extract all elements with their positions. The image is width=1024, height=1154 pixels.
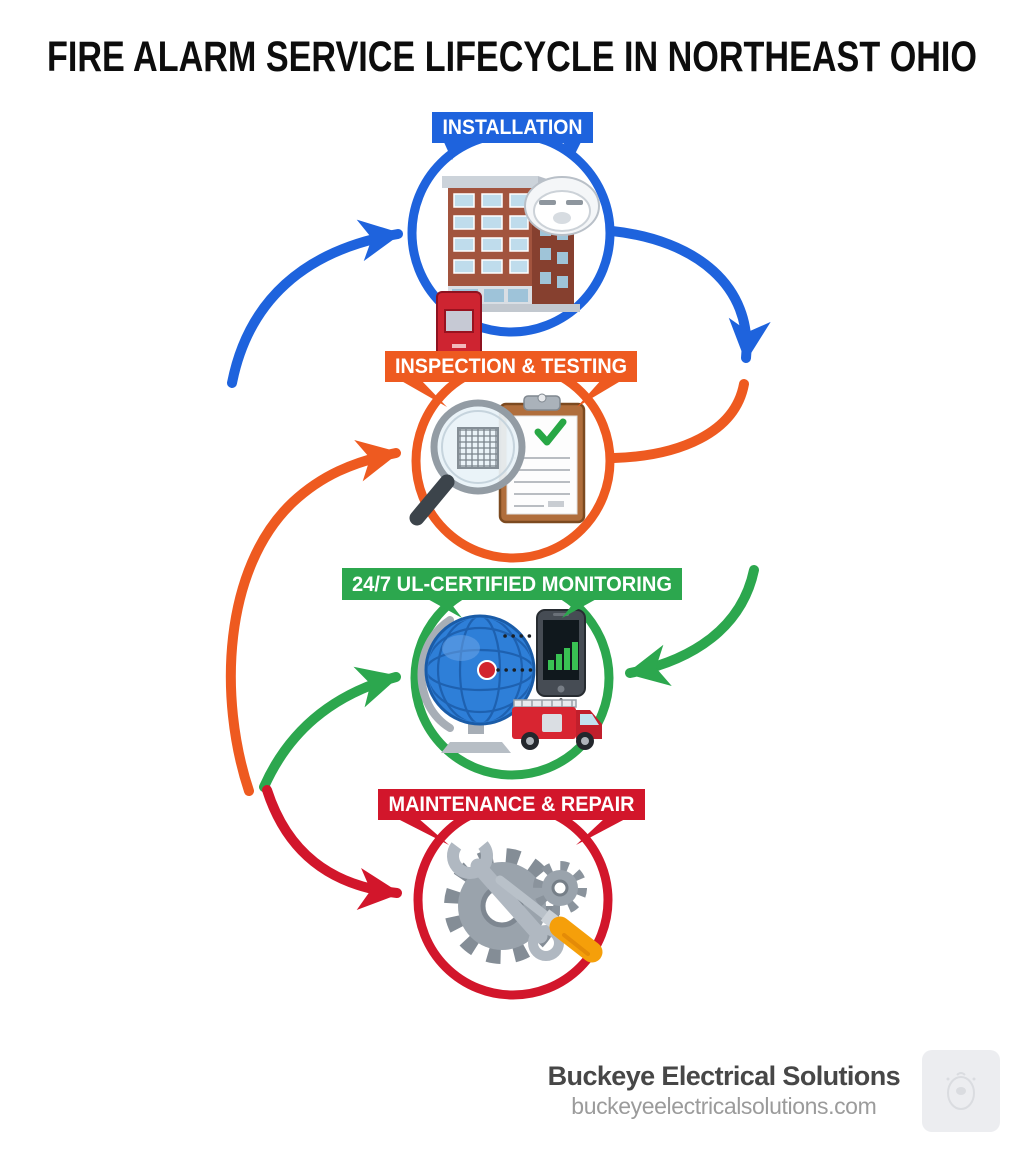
screwdriver-icon [495,875,603,963]
company-name: Buckeye Electrical Solutions [547,1061,901,1091]
monitoring-label-tail-left [424,597,462,618]
inspection-illustration [409,393,586,526]
installation-label-tail-left [443,140,463,160]
footer: Buckeye Electrical Solutions buckeyeelec… [547,1061,901,1120]
maintenance-label-tail-right [576,818,627,845]
logo-box [922,1050,1000,1132]
checkmark-icon [534,418,567,446]
building-windows [453,193,529,274]
maintenance-label-box [378,789,645,820]
globe-icon [417,614,536,753]
faint-logo-icon [946,1072,976,1110]
fire-truck-icon [512,699,602,750]
installation-label-tail-right [562,140,582,160]
monitoring-label: 24/7 UL-CERTIFIED MONITORING [352,573,672,596]
maintenance-label-tail-left [396,818,449,845]
inspection-label-tail-left [398,379,447,407]
arrow-into-maintenance [262,785,402,910]
maintenance-illustration [444,833,603,964]
inspection-label: INSPECTION & TESTING [395,355,627,378]
installation-illustration [436,176,600,357]
smoke-detector-icon [524,176,600,236]
inspection-label-box [385,351,637,382]
flow-arrows [225,219,771,910]
globe-alert-marker [477,660,497,680]
website-url: buckeyeelectricalsolutions.com [571,1093,877,1120]
monitoring-label-tail-right [562,597,600,618]
stage-labels: INSTALLATION INSPECTION & TESTING 24/7 U… [342,112,682,845]
installation-label: INSTALLATION [443,116,583,139]
gear-icon-small [533,861,587,915]
monitoring-phone-icon [536,609,586,697]
maintenance-label: MAINTENANCE & REPAIR [389,793,635,816]
page-title: FIRE ALARM SERVICE LIFECYCLE IN NORTHEAS… [47,33,977,81]
magnifier-handle [409,474,455,526]
magnifier-grid [457,427,499,469]
arrow-into-monitoring-right [625,565,759,687]
arrow-into-inspection-left [225,440,401,796]
fire-alarm-pull-station-icon [436,291,482,357]
monitoring-label-box [342,568,682,600]
magnifier-icon [409,399,526,526]
wrench-icon [447,833,564,961]
installation-label-box [432,112,593,143]
arc-installation-to-inspection-orange [609,379,749,463]
arrow-into-monitoring-left [259,666,401,792]
monitoring-illustration [417,609,602,753]
arc-installation-to-inspection-blue [607,226,771,363]
ladder-rungs [521,700,573,707]
arrow-into-installation [227,219,403,388]
inspection-label-tail-right [577,379,624,407]
